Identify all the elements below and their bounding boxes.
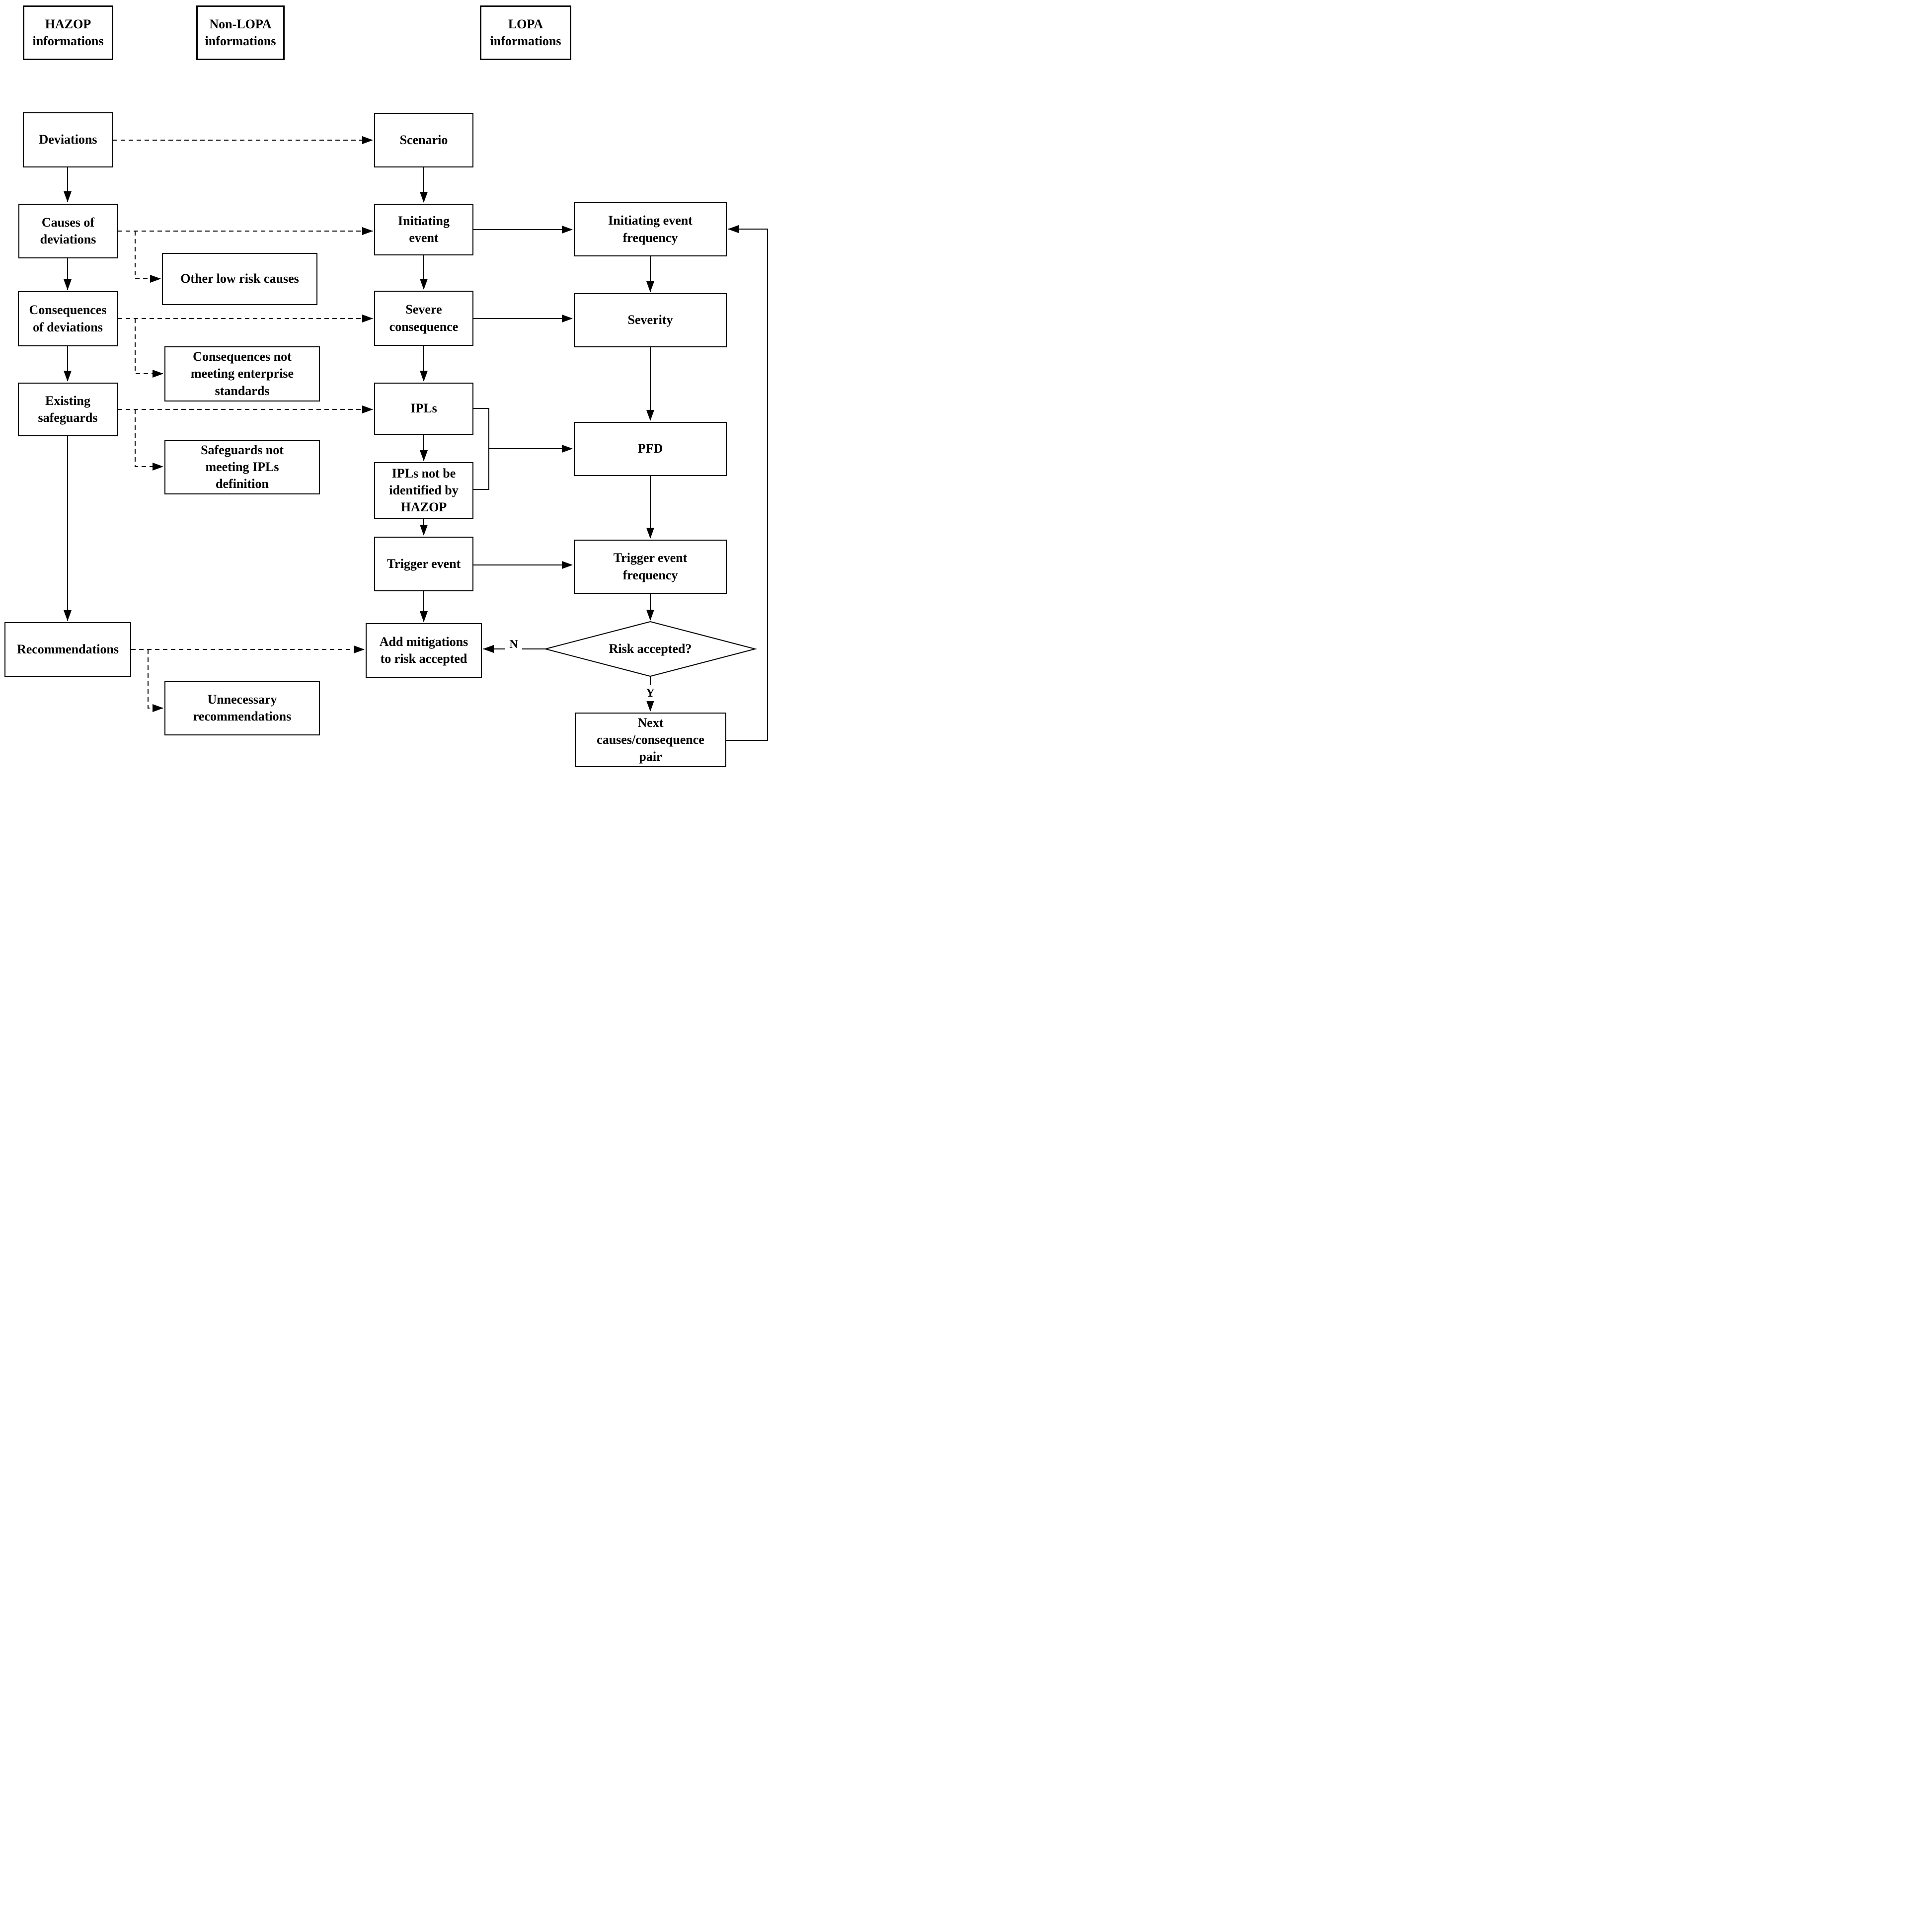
consequences-of-deviations-node: Consequences of deviations <box>18 291 118 346</box>
no-branch-label: N <box>505 637 522 652</box>
flowchart-canvas: HAZOP informations Non-LOPA informations… <box>0 0 773 770</box>
edge-causes-otherlowrisk-dashed <box>135 231 161 283</box>
other-low-risk-causes-node: Other low risk causes <box>162 253 317 305</box>
edge-recommendations-unnecessary-dashed <box>148 649 163 712</box>
risk-accepted-diamond <box>543 621 757 677</box>
hazop-informations-header: HAZOP informations <box>23 5 113 60</box>
deviations-node: Deviations <box>23 112 113 167</box>
severity-node: Severity <box>574 293 727 347</box>
next-pair-node: Next causes/consequence pair <box>575 713 726 767</box>
consequences-not-meeting-node: Consequences not meeting enterprise stan… <box>164 346 320 401</box>
unnecessary-recommendations-node: Unnecessary recommendations <box>164 681 320 735</box>
lopa-informations-header: LOPA informations <box>480 5 571 60</box>
pfd-node: PFD <box>574 422 727 476</box>
connector-layer <box>64 136 768 741</box>
trigger-event-frequency-node: Trigger event frequency <box>574 540 727 594</box>
edge-safeguards-notmeeting-dashed <box>135 409 163 471</box>
edge-nextpair-feedback <box>726 225 768 741</box>
recommendations-node: Recommendations <box>4 622 131 677</box>
initiating-event-frequency-node: Initiating event frequency <box>574 202 727 256</box>
add-mitigations-node: Add mitigations to risk accepted <box>366 623 482 678</box>
scenario-node: Scenario <box>374 113 473 167</box>
causes-of-deviations-node: Causes of deviations <box>18 204 118 258</box>
edge-consequences-notmeeting-dashed <box>135 319 163 378</box>
safeguards-not-meeting-node: Safeguards not meeting IPLs definition <box>164 440 320 494</box>
edge-ipls-bracket <box>473 408 489 490</box>
non-lopa-informations-header: Non-LOPA informations <box>196 5 285 60</box>
ipls-node: IPLs <box>374 383 473 435</box>
initiating-event-node: Initiating event <box>374 204 473 255</box>
ipls-not-identified-node: IPLs not be identified by HAZOP <box>374 462 473 519</box>
trigger-event-node: Trigger event <box>374 537 473 591</box>
risk-accepted-label: Risk accepted? <box>609 641 692 656</box>
severe-consequence-node: Severe consequence <box>374 291 473 346</box>
yes-branch-label: Y <box>643 685 658 701</box>
existing-safeguards-node: Existing safeguards <box>18 383 118 436</box>
